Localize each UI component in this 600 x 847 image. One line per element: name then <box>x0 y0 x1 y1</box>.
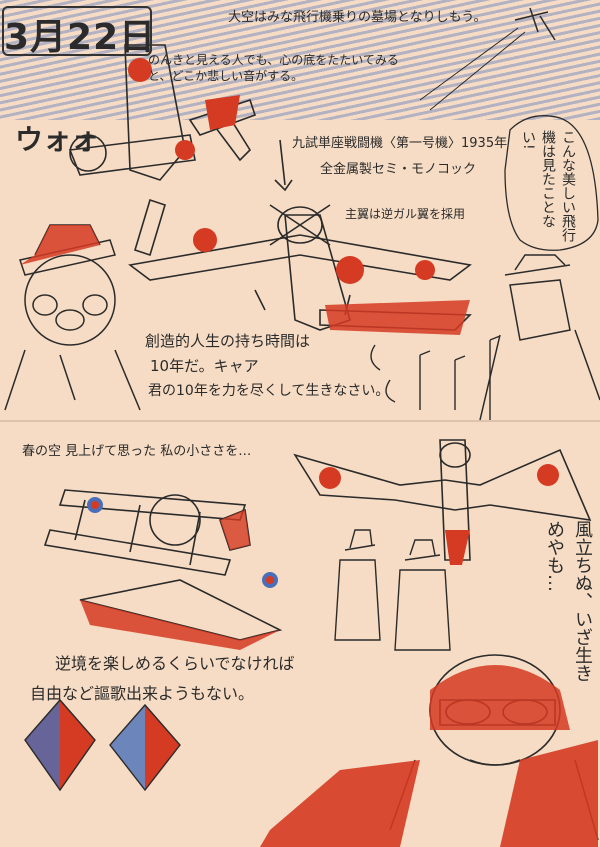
quote-line-3: 君の10年を力を尽くして生きなさい。 <box>148 383 390 399</box>
flag-poles-drawing <box>370 335 501 420</box>
spar-note: 主翼は逆ガル翼を採用 <box>345 207 466 221</box>
plane-caption-2: 全金属製セミ・モノコック <box>320 162 477 177</box>
red-roundel <box>128 58 152 82</box>
hat-character-drawing <box>4 224 141 411</box>
blue-sky-shading <box>0 0 600 120</box>
plane-caption-1: 九試単座戦闘機〈第一号機〉1935年 <box>292 136 508 151</box>
speech-bubble-text: こんな美しい飛行機は見たことない! <box>520 130 576 242</box>
small-plane-drawing <box>419 7 556 111</box>
standing-figures-drawing <box>334 529 451 651</box>
sky-note: 大空はみな飛行機乗りの墓場となりしもう。 <box>228 10 487 25</box>
spring-sky-text: 春の空 見上げて思った 私の小ささを… <box>22 444 252 459</box>
signal-flags-drawing <box>24 698 181 792</box>
adversity-line-2: 自由など謳歌出来ようもない。 <box>30 684 255 703</box>
wind-poem: 風立ちぬ、いざ生きめやも… <box>544 520 593 682</box>
gull-wing-plane-drawing <box>293 439 592 561</box>
quote-line-2: 10年だ。キャア <box>150 357 259 375</box>
adversity-line-1: 逆境を楽しめるくらいでなければ <box>55 654 295 673</box>
page-fold-line <box>0 420 600 422</box>
biplane-drawing <box>43 489 283 641</box>
intro-text: のんきと見える人でも、心の底をたたいてみると、どこか悲しい音がする。 <box>148 53 399 83</box>
date-label: 3月22日 <box>4 17 157 58</box>
sound-effect: ウォォ <box>15 123 100 156</box>
quote-line-1: 創造的人生の持ち時間は <box>145 332 311 350</box>
date-box <box>2 6 152 56</box>
